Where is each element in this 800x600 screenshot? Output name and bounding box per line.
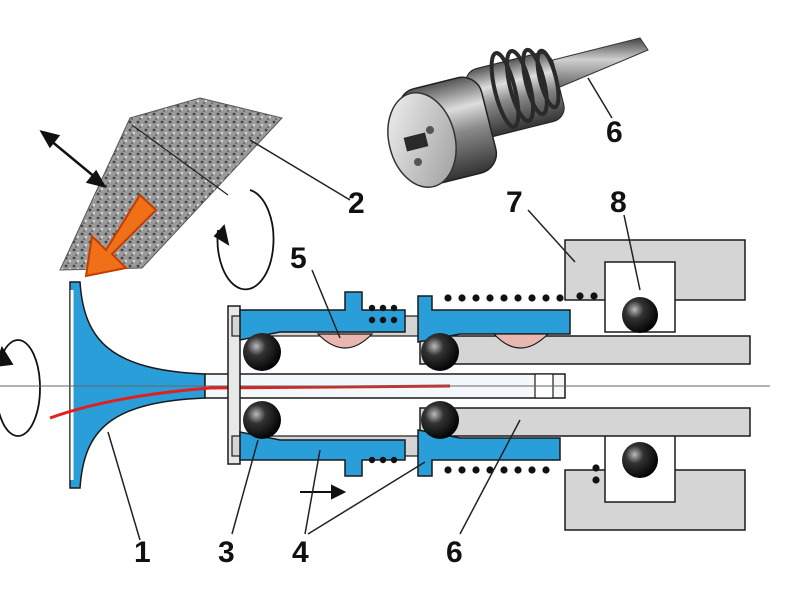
- spring-top: [368, 292, 598, 324]
- leader-3: [231, 439, 259, 535]
- callout-8: 8: [610, 186, 627, 219]
- shaft-lower: [419, 407, 751, 437]
- pink-element-2: [492, 333, 550, 349]
- ball-1-top: [243, 333, 281, 371]
- leader-2: [249, 139, 351, 201]
- leader-8: [623, 214, 641, 291]
- callout-5: 5: [290, 242, 307, 275]
- ball-2-bottom: [421, 401, 459, 439]
- tool-taper-shank: [544, 37, 649, 93]
- feed-arrow-icon: [84, 193, 158, 278]
- tool-spring-coils: [489, 47, 561, 129]
- leader-4b: [307, 461, 426, 535]
- callout-4: 4: [292, 536, 309, 569]
- leader-5: [311, 269, 341, 339]
- ball-2-top: [421, 333, 459, 371]
- callout-1: 1: [134, 536, 151, 569]
- callout-6-photo: 6: [606, 116, 623, 149]
- leader-6-photo: [587, 77, 613, 119]
- shaft: [419, 335, 751, 365]
- callout-7: 7: [506, 186, 523, 219]
- contact-line: [49, 384, 451, 420]
- pink-element-1: [316, 333, 374, 349]
- spring-bottom: [368, 456, 600, 484]
- callout-6: 6: [446, 536, 463, 569]
- double-headed-arrow-icon: [39, 130, 107, 188]
- tool-face-slot: [403, 132, 429, 152]
- tool-face-screw-2: [414, 158, 422, 166]
- tool-photo: [387, 37, 649, 189]
- leader-1: [107, 431, 141, 541]
- axial-feed-arrow-icon: [300, 484, 347, 500]
- callout-3: 3: [218, 536, 235, 569]
- ball-1-bottom: [243, 401, 281, 439]
- valve-rotation-icon: [0, 339, 41, 437]
- tool-face-screw: [426, 126, 434, 134]
- leader-6: [459, 419, 521, 535]
- leader-4a: [304, 449, 321, 535]
- rotation-arrow-icon: [213, 189, 275, 291]
- abrasive-strip: [59, 97, 283, 271]
- callout-2: 2: [348, 187, 365, 220]
- tool-housing: [227, 239, 751, 531]
- leader-7: [527, 209, 576, 263]
